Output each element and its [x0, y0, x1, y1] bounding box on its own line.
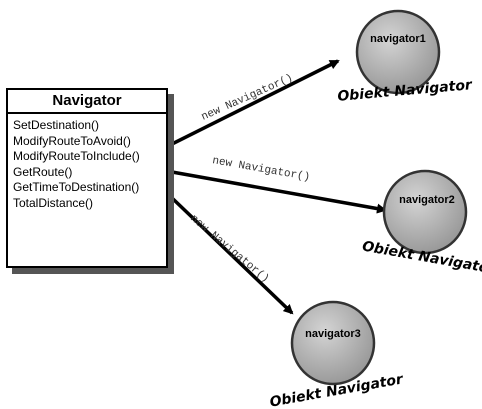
method-item: TotalDistance(): [13, 195, 94, 210]
arrow-to-navigator2: [171, 170, 387, 214]
arrow-label-1: new Navigator(): [200, 72, 295, 123]
method-item: ModifyRouteToAvoid(): [13, 133, 131, 148]
object-navigator1: navigator1 Obiekt Navigator: [337, 9, 474, 105]
object-name: navigator2: [399, 194, 455, 206]
method-item: GetTimeToDestination(): [13, 180, 140, 194]
arrow-to-navigator1: [169, 59, 340, 147]
method-item: GetRoute(): [13, 164, 73, 179]
class-name: Navigator: [8, 90, 166, 114]
object-sphere: [382, 169, 468, 255]
object-name: navigator3: [305, 328, 361, 340]
arrow-label-2: new Navigator(): [211, 155, 311, 184]
method-item: ModifyRouteToInclude(): [13, 149, 140, 163]
arrow-label-3: new Navigator(): [187, 213, 271, 286]
class-box-navigator: Navigator SetDestination() ModifyRouteTo…: [6, 88, 168, 268]
method-item: SetDestination(): [13, 118, 100, 132]
object-sphere: [290, 300, 376, 386]
object-navigator2: navigator2 Obiekt Navigator: [361, 169, 482, 278]
method-list: SetDestination() ModifyRouteToAvoid() Mo…: [8, 114, 166, 211]
object-navigator3: navigator3 Obiekt Navigator: [269, 300, 405, 409]
object-name: navigator1: [370, 33, 426, 45]
object-sphere: [355, 9, 441, 95]
arrow-to-navigator3: [170, 196, 294, 315]
